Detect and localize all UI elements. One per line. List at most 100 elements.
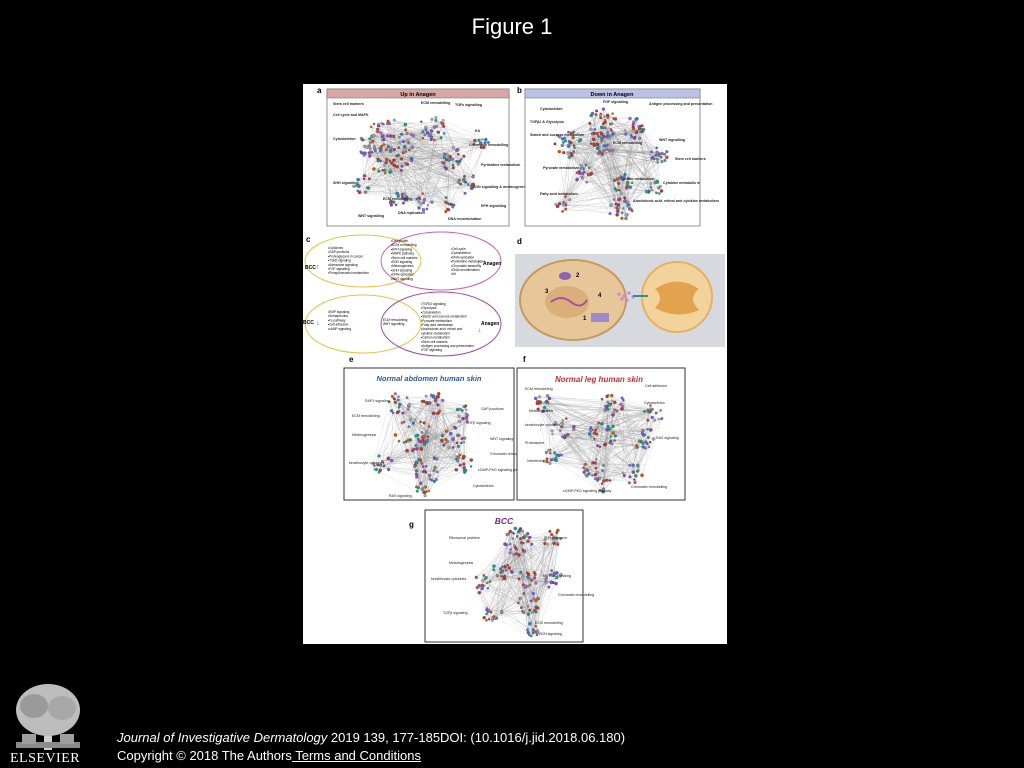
network-node: [604, 409, 607, 412]
network-node: [660, 417, 663, 420]
network-node: [549, 452, 552, 455]
network-node: [436, 395, 439, 398]
network-label: ECM remodelling: [352, 414, 380, 418]
network-node: [470, 465, 472, 467]
network-node: [428, 490, 430, 492]
network-node: [660, 152, 663, 155]
network-node: [604, 127, 607, 130]
network-node: [406, 139, 409, 142]
c-anagen-up: Anagen: [483, 261, 501, 267]
network-node: [393, 135, 395, 137]
network-node: [461, 409, 464, 412]
network-node: [510, 570, 513, 573]
network-node: [645, 190, 648, 193]
network-node: [599, 477, 602, 480]
network-node: [462, 463, 465, 466]
network-node: [504, 565, 507, 568]
network-node: [398, 141, 401, 144]
network-node: [550, 569, 552, 571]
network-node: [593, 438, 595, 440]
network-node: [442, 119, 444, 121]
network-node: [396, 155, 398, 157]
panel-a: a Up in Anagen Stem cell markersECM remo…: [317, 86, 529, 226]
network-node: [645, 441, 648, 444]
network-node: [560, 454, 562, 456]
network-node: [364, 190, 367, 193]
network-label: Stem cell markers: [675, 157, 706, 161]
network-label: NOTCH signaling: [543, 574, 571, 578]
network-node: [533, 571, 536, 574]
network-node: [588, 166, 591, 169]
network-node: [430, 138, 433, 141]
network-label: TGFβ2 & Glycolysis: [530, 120, 564, 124]
c-bcc-up-arrow: ↑: [316, 264, 320, 271]
network-node: [425, 471, 427, 473]
network-node: [609, 204, 612, 207]
network-node: [530, 579, 533, 582]
network-node: [405, 449, 408, 452]
network-node: [534, 397, 537, 400]
network-label: EPH signalling: [481, 204, 506, 208]
network-node: [363, 152, 366, 155]
network-node: [379, 469, 382, 472]
panel-letter-c: c: [306, 235, 311, 244]
network-node: [499, 567, 502, 570]
network-node: [421, 431, 423, 433]
network-node: [603, 465, 605, 467]
network-node: [395, 204, 397, 206]
network-node: [530, 543, 533, 546]
network-node: [610, 394, 613, 397]
network-node: [464, 406, 466, 408]
network-node: [535, 582, 538, 585]
network-node: [420, 482, 423, 485]
network-node: [612, 431, 615, 434]
network-node: [393, 164, 396, 167]
network-label: Ribosomal proteins: [449, 536, 480, 540]
network-node: [650, 151, 653, 154]
network-node: [657, 161, 659, 163]
network-node: [394, 392, 397, 395]
network-node: [509, 551, 512, 554]
network-node: [656, 180, 659, 183]
network-node: [604, 119, 606, 121]
network-node: [580, 164, 583, 167]
network-node: [402, 202, 405, 205]
network-node: [406, 163, 409, 166]
network-node: [423, 491, 426, 494]
network-node: [605, 148, 608, 151]
network-node: [403, 441, 405, 443]
network-label: GAP junctions: [481, 407, 504, 411]
network-node: [485, 613, 487, 615]
network-node: [421, 487, 424, 490]
network-node: [609, 479, 611, 481]
network-node: [464, 181, 467, 184]
network-node: [442, 399, 444, 401]
panel-a-header: Up in Anagen: [400, 92, 436, 98]
network-node: [496, 574, 499, 577]
footer: Journal of Investigative Dermatology 201…: [117, 729, 625, 765]
network-node: [383, 164, 385, 166]
network-node: [516, 535, 518, 537]
network-node: [506, 533, 509, 536]
network-node: [591, 132, 594, 135]
network-node: [655, 192, 657, 194]
network-node: [457, 153, 459, 155]
network-node: [487, 587, 489, 589]
network-node: [424, 126, 427, 129]
network-node: [522, 611, 525, 614]
network-node: [545, 581, 548, 584]
network-node: [650, 186, 652, 188]
terms-link[interactable]: Terms and Conditions: [292, 748, 421, 763]
network-node: [390, 459, 393, 462]
network-label: Chromatin remodelling: [469, 143, 508, 147]
network-node: [585, 181, 588, 184]
network-node: [453, 426, 456, 429]
network-node: [486, 582, 488, 584]
network-node: [403, 145, 406, 148]
network-node: [587, 173, 590, 176]
network-node: [389, 134, 392, 137]
network-node: [437, 392, 440, 395]
network-node: [592, 138, 595, 141]
network-node: [599, 131, 601, 133]
network-node: [559, 429, 562, 432]
